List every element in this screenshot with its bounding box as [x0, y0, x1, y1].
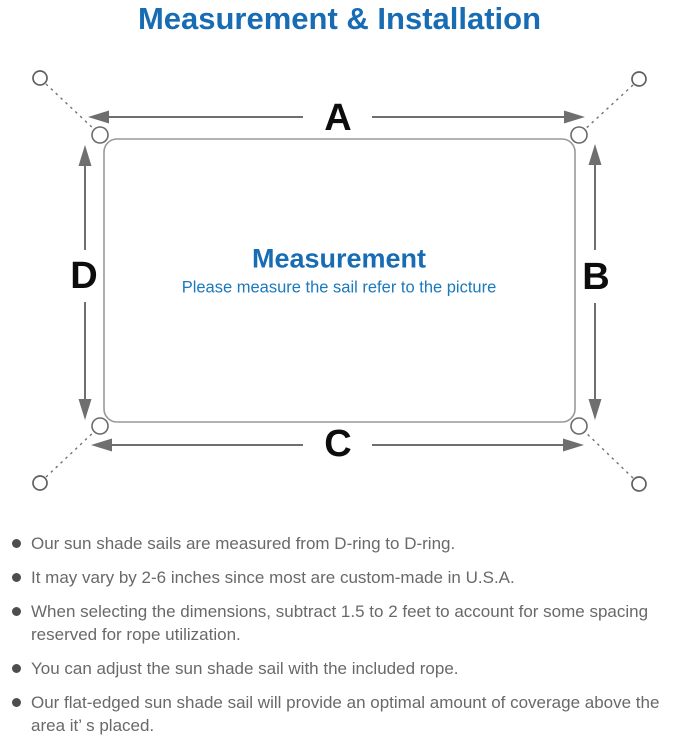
list-item: You can adjust the sun shade sail with t… — [10, 657, 672, 680]
dimension-arrow-right — [588, 144, 602, 420]
dimension-label-c: C — [324, 423, 352, 465]
dimension-label-a: A — [324, 97, 352, 139]
list-item: Our flat-edged sun shade sail will provi… — [10, 691, 672, 737]
guy-rope-dashed-lines — [45, 83, 634, 479]
note-text: Our sun shade sails are measured from D-… — [31, 534, 456, 553]
measurement-diagram-canvas — [32, 70, 647, 492]
diagram-center-subtitle: Please measure the sail refer to the pic… — [181, 278, 497, 297]
dimension-label-d: D — [70, 255, 98, 297]
bullet-icon — [12, 698, 21, 707]
note-text: Our flat-edged sun shade sail will provi… — [31, 693, 660, 735]
dimension-arrow-left — [78, 145, 92, 420]
list-item: When selecting the dimensions, subtract … — [10, 600, 672, 646]
bullet-icon — [12, 664, 21, 673]
dimension-label-b: B — [582, 256, 610, 298]
notes-list: Our sun shade sails are measured from D-… — [10, 532, 672, 739]
bullet-icon — [12, 573, 21, 582]
note-text: You can adjust the sun shade sail with t… — [31, 659, 459, 678]
sail-outline — [103, 138, 576, 423]
dimension-arrow-bottom — [91, 438, 584, 452]
page-title: Measurement & Installation — [137, 1, 542, 36]
note-text: When selecting the dimensions, subtract … — [31, 602, 649, 644]
d-ring-icons — [91, 126, 588, 435]
dimension-arrow-top — [88, 110, 585, 124]
note-text: It may vary by 2-6 inches since most are… — [31, 568, 515, 587]
list-item: Our sun shade sails are measured from D-… — [10, 532, 672, 555]
anchor-point-icons — [32, 70, 647, 492]
bullet-icon — [12, 539, 21, 548]
diagram-center-title: Measurement — [251, 243, 427, 274]
bullet-icon — [12, 607, 21, 616]
list-item: It may vary by 2-6 inches since most are… — [10, 566, 672, 589]
